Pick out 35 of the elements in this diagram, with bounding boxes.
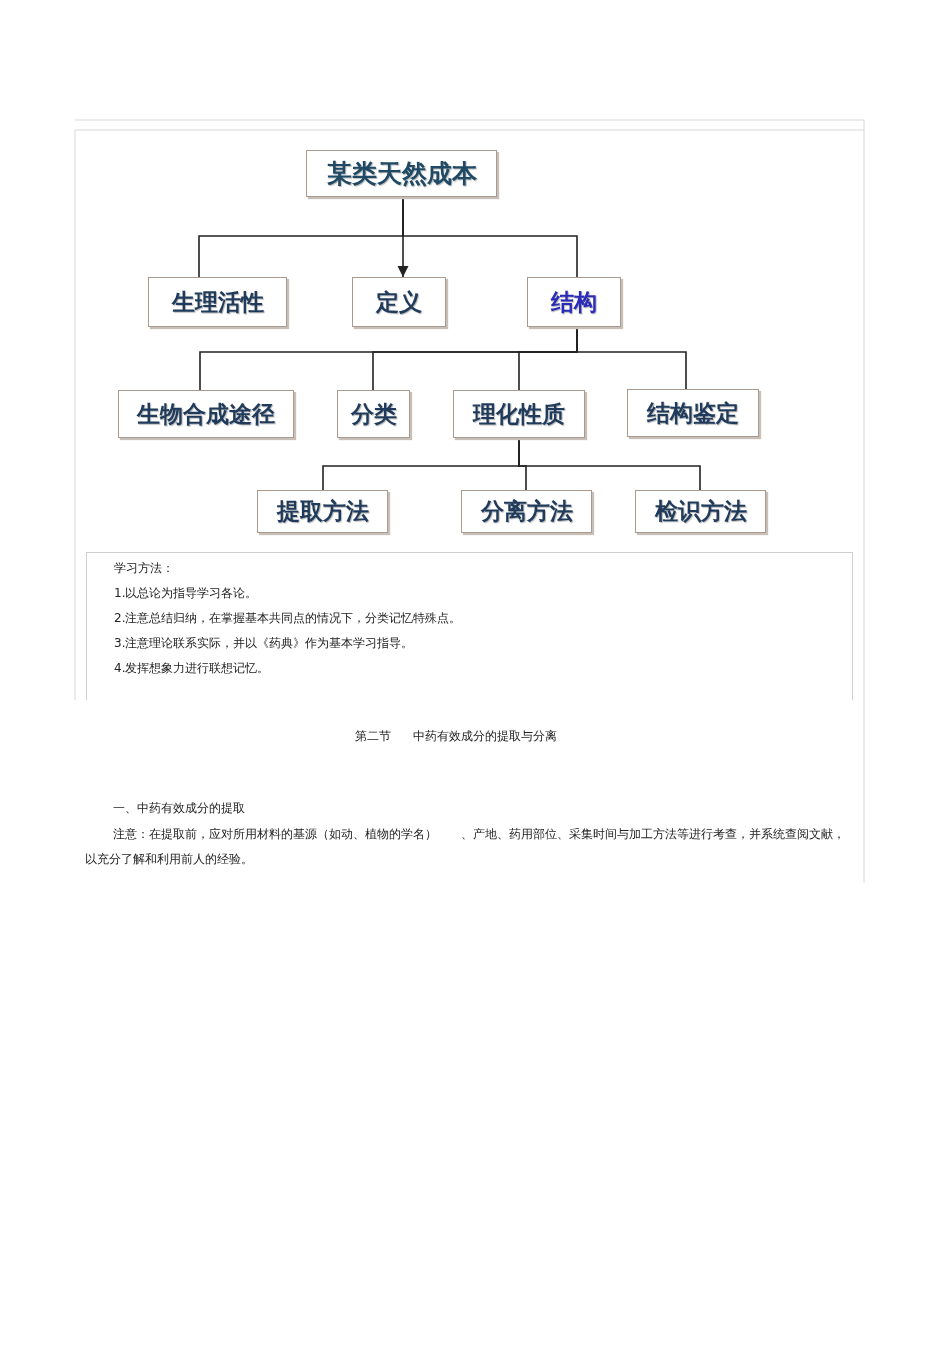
body-paragraph: 注意：在提取前，应对所用材料的基源（如动、植物的学名） 、产地、药用部位、采集时间与加工方法等进行考查，并系统查阅文献，以充分了解和利用前人的经验。 [85,826,845,868]
concept-box [527,277,621,327]
concept-label: 生物合成途径 [137,399,275,429]
note-item: 3.注意理论联系实际，并以《药典》作为基本学习指导。 [114,635,414,652]
concept-label: 提取方法 [276,497,369,526]
concept-box [118,390,294,438]
note-item: 2.注意总结归纳，在掌握基本共同点的情况下，分类记忆特殊点。 [114,610,462,627]
note-item: 1.以总论为指导学习各论。 [114,585,258,602]
connector-line [402,196,578,278]
concept-box [257,490,388,533]
concept-label: 分离方法 [480,497,573,526]
concept-label: 分类 [350,399,397,429]
connector-line [518,437,701,491]
concept-label: 结构 [551,287,597,317]
concept-box [453,390,585,438]
note-heading: 学习方法： [114,560,174,577]
concept-label: 结构鉴定 [647,398,739,428]
concept-box [337,390,410,438]
concept-label: 检识方法 [654,497,747,526]
note-item: 4.发挥想象力进行联想记忆。 [114,660,270,677]
connector-line [576,326,687,390]
subsection-heading: 一、中药有效成分的提取 [113,800,245,817]
concept-box [635,490,766,533]
concept-box [352,277,446,327]
concept-box [627,389,759,437]
note-panel [86,552,853,700]
section-number: 第二节 [355,728,391,745]
concept-box [461,490,592,533]
concept-label: 某类天然成本 [326,158,477,190]
concept-label: 生理活性 [171,287,264,317]
concept-label: 理化性质 [473,399,565,429]
concept-box [306,150,497,197]
concept-label: 定义 [376,287,422,317]
section-heading: 中药有效成分的提取与分离 [413,728,557,745]
concept-box [148,277,287,327]
